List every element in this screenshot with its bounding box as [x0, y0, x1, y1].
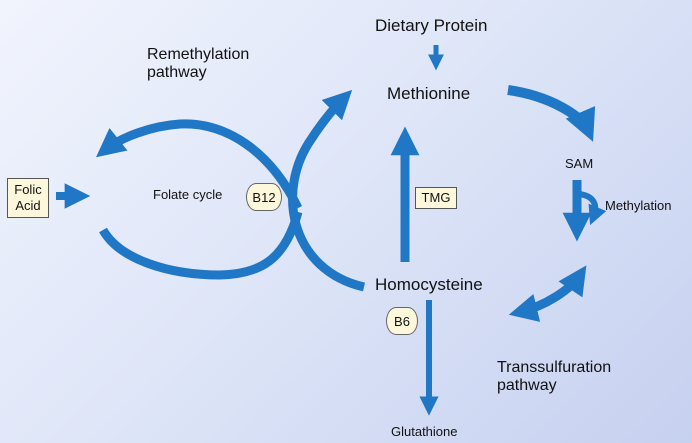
folic-acid-box: Folic Acid	[7, 178, 49, 218]
glutathione-label: Glutathione	[391, 424, 458, 439]
arrow-folate-cycle-upper	[96, 119, 303, 210]
homocysteine-label: Homocysteine	[375, 275, 483, 294]
arrow-methylation	[578, 191, 607, 226]
arrow-homocysteine-to-methionine	[288, 89, 366, 292]
methylation-label: Methylation	[605, 198, 672, 213]
tmg-box: TMG	[415, 187, 457, 209]
transsulfuration-pathway-label: Transsulfuration pathway	[497, 359, 612, 395]
remethylation-pathway-label: Remethylation pathway	[147, 46, 250, 82]
arrow-methionine-to-sam	[507, 85, 596, 142]
arrow-folate-cycle-lower	[99, 210, 303, 280]
arrow-transsulfuration	[508, 265, 587, 322]
b12-badge: B12	[246, 183, 282, 211]
folate-cycle-label: Folate cycle	[153, 187, 223, 202]
dietary-protein-label: Dietary Protein	[375, 16, 488, 35]
sam-label: SAM	[565, 156, 594, 171]
b6-badge: B6	[386, 307, 418, 335]
methionine-label: Methionine	[387, 84, 471, 103]
